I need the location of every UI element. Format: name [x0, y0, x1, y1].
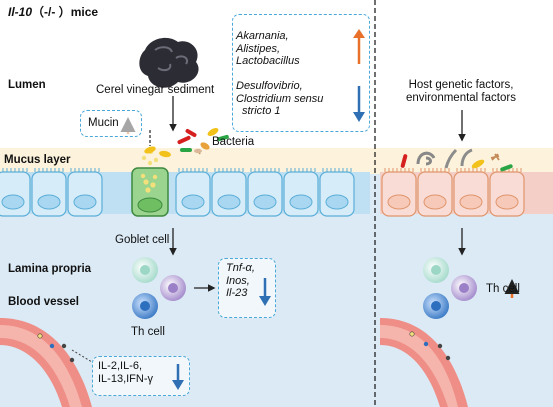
- cytokine-down-arrow: [259, 278, 271, 306]
- interleukin-item: IL-2,IL-6,: [98, 360, 143, 372]
- microvilli: [286, 168, 316, 172]
- bacteria-down-item: Clostridium sensu: [236, 92, 324, 105]
- bacteria-down-list: Desulfovibrio, Clostridium sensu stricto…: [236, 80, 323, 118]
- bacteria-label: Bacteria: [212, 136, 255, 148]
- cell-nucleus: [387, 194, 411, 210]
- bacteria-up-item: Lactobacillus: [236, 55, 300, 68]
- cytokine-item: Inos,: [226, 274, 250, 287]
- bacteria-up-list: Akarnania, Alistipes, Lactobacillus: [236, 30, 300, 68]
- goblet-cell-label: Goblet cell: [115, 234, 170, 246]
- cytokine-item: Tnf-α,: [226, 262, 255, 274]
- vinegar-label: Cerel vinegar sediment: [96, 84, 215, 96]
- bacteria-up-item: Akarnania,: [236, 30, 289, 42]
- genotype-label: （-/- ）: [32, 5, 71, 19]
- cytokine-list: Tnf-α, Inos, Il-23: [226, 262, 255, 300]
- cell-nucleus: [325, 194, 349, 210]
- microvilli: [322, 168, 352, 172]
- bacteria-left: [144, 128, 229, 158]
- cell-nucleus: [73, 194, 97, 210]
- th-cells-left: [132, 257, 186, 319]
- bacteria-right: [400, 148, 513, 172]
- microvilli: [384, 168, 414, 172]
- cell-nucleus: [217, 194, 241, 210]
- mucin-label: Mucin: [88, 117, 119, 129]
- interleukin-item: IL-13,IFN-γ: [98, 372, 154, 385]
- epithelium-right: [380, 168, 553, 217]
- cytokine-box: [218, 258, 276, 318]
- interleukin-list: IL-2,IL-6, IL-13,IFN-γ: [98, 360, 153, 385]
- mice-label: mice: [70, 5, 99, 19]
- goblet-cell: [131, 150, 169, 217]
- microvilli: [178, 168, 208, 172]
- microvilli: [214, 168, 244, 172]
- bacteria-down-item: Desulfovibrio,: [236, 80, 303, 92]
- bacteria-down-item: stricto 1: [242, 105, 281, 118]
- gene-name: Il-10: [8, 5, 33, 19]
- th-cell-label-right: Th cell: [486, 283, 520, 295]
- epithelial-cell: [0, 171, 31, 217]
- cell-nucleus: [181, 194, 205, 210]
- blood-vessel-right: [380, 318, 468, 407]
- cytokine-item: Il-23: [226, 287, 248, 300]
- region-lamina-propria: Lamina propria: [8, 263, 92, 275]
- th-cell-label-left: Th cell: [131, 326, 165, 338]
- host-factors-label: Host genetic factors, environmental fact…: [406, 79, 516, 105]
- cell-nucleus: [495, 194, 519, 210]
- epithelium-left: [0, 168, 370, 217]
- interleukin-down-arrow: [172, 364, 184, 390]
- cell-nucleus: [459, 194, 483, 210]
- th-cells-right: [423, 257, 477, 319]
- microvilli: [456, 168, 486, 172]
- cell-nucleus: [1, 194, 25, 210]
- mucin-box: [80, 110, 142, 137]
- microvilli: [70, 168, 100, 172]
- cell-nucleus: [289, 194, 313, 210]
- bacteria-up-arrow: [353, 29, 365, 64]
- microvilli: [250, 168, 280, 172]
- factor-line: environmental factors: [406, 92, 516, 105]
- factor-line: Host genetic factors,: [408, 79, 514, 91]
- blood-vessel-left: [0, 318, 92, 407]
- cell-nucleus: [423, 194, 447, 210]
- region-lumen: Lumen: [8, 79, 46, 91]
- vinegar-sediment-icon: [139, 37, 199, 88]
- cell-nucleus: [37, 194, 61, 210]
- figure-title: Il-10（-/- ）mice: [8, 5, 99, 20]
- bacteria-change-box: [232, 14, 370, 132]
- microvilli: [420, 168, 450, 172]
- cell-nucleus: [253, 194, 277, 210]
- interleukin-box: [92, 356, 190, 396]
- microvilli: [2, 168, 28, 172]
- region-blood-vessel: Blood vessel: [8, 296, 79, 308]
- region-mucus-layer: Mucus layer: [4, 154, 71, 166]
- bacteria-down-arrow: [353, 86, 365, 122]
- microvilli: [34, 168, 64, 172]
- bacteria-up-item: Alistipes,: [236, 42, 281, 55]
